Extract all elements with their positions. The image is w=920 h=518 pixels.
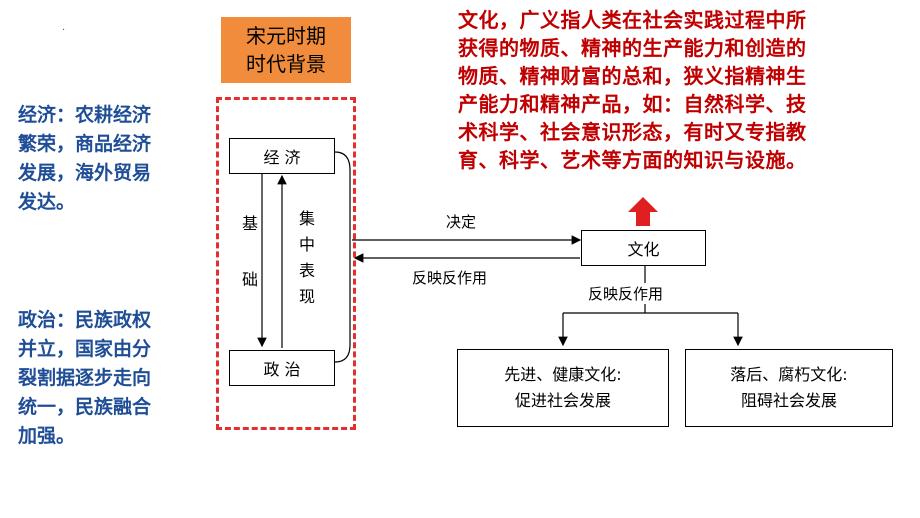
- period-background-label: 宋元时期 时代背景: [221, 17, 351, 83]
- bracket-line: [334, 151, 351, 363]
- stray-dot: .: [62, 22, 66, 33]
- definition-line: 文化，广义指人类在社会实践过程中所: [458, 8, 807, 32]
- culture-definition: 文化，广义指人类在社会实践过程中所 获得的物质、精神的生产能力和创造的 物质、精…: [458, 6, 920, 174]
- foundation-char: 础: [241, 270, 258, 289]
- politics-note-line: 并立，国家由分: [18, 338, 152, 360]
- determine-label: 决定: [446, 213, 477, 231]
- advanced-culture-line2: 促进社会发展: [514, 391, 611, 410]
- reflect-label-top: 反映反作用: [412, 269, 488, 287]
- expression-char: 表: [298, 261, 315, 280]
- foundation-label: 基 础: [240, 210, 260, 290]
- economy-note-line: 经济：农耕经济: [18, 104, 152, 126]
- expression-label: 集 中 表 现: [297, 206, 317, 310]
- period-label-line1: 宋元时期: [246, 24, 326, 48]
- politics-box: 政 治: [229, 350, 335, 386]
- definition-line: 获得的物质、精神的生产能力和创造的: [458, 36, 807, 60]
- expression-char: 现: [298, 287, 315, 306]
- red-dashed-frame: [216, 97, 356, 430]
- politics-note-line: 统一，民族融合: [18, 396, 152, 418]
- politics-note-line: 政治：民族政权: [18, 309, 152, 331]
- advanced-culture-box: 先进、健康文化: 促进社会发展: [457, 349, 669, 427]
- politics-note-line: 加强。: [18, 425, 76, 447]
- economy-box: 经 济: [229, 138, 335, 174]
- reflect-label-bottom: 反映反作用: [588, 283, 664, 304]
- definition-line: 产能力和精神产品，如：自然科学、技: [458, 92, 807, 116]
- backward-culture-box: 落后、腐朽文化: 阻碍社会发展: [685, 349, 893, 427]
- backward-culture-line2: 阻碍社会发展: [740, 391, 837, 410]
- politics-note-line: 裂割据逐步走向: [18, 367, 152, 389]
- red-up-arrow: [628, 197, 658, 226]
- expression-char: 中: [298, 235, 315, 254]
- economy-note: 经济：农耕经济 繁荣，商品经济 发展，海外贸易 发达。: [18, 101, 151, 217]
- culture-box: 文化: [581, 230, 706, 266]
- economy-note-line: 发展，海外贸易: [18, 162, 152, 184]
- expression-char: 集: [298, 209, 315, 228]
- definition-line: 物质、精神财富的总和，狭义指精神生: [458, 64, 807, 88]
- definition-line: 术科学、社会意识形态，有时又专指教: [458, 120, 807, 144]
- foundation-char: 基: [241, 214, 258, 233]
- backward-culture-line1: 落后、腐朽文化:: [730, 365, 848, 384]
- period-label-line2: 时代背景: [246, 52, 326, 76]
- politics-note: 政治：民族政权 并立，国家由分 裂割据逐步走向 统一，民族融合 加强。: [18, 306, 151, 451]
- economy-note-line: 发达。: [18, 191, 76, 213]
- definition-line: 育、科学、艺术等方面的知识与设施。: [458, 148, 807, 172]
- advanced-culture-line1: 先进、健康文化:: [504, 365, 622, 384]
- economy-note-line: 繁荣，商品经济: [18, 133, 152, 155]
